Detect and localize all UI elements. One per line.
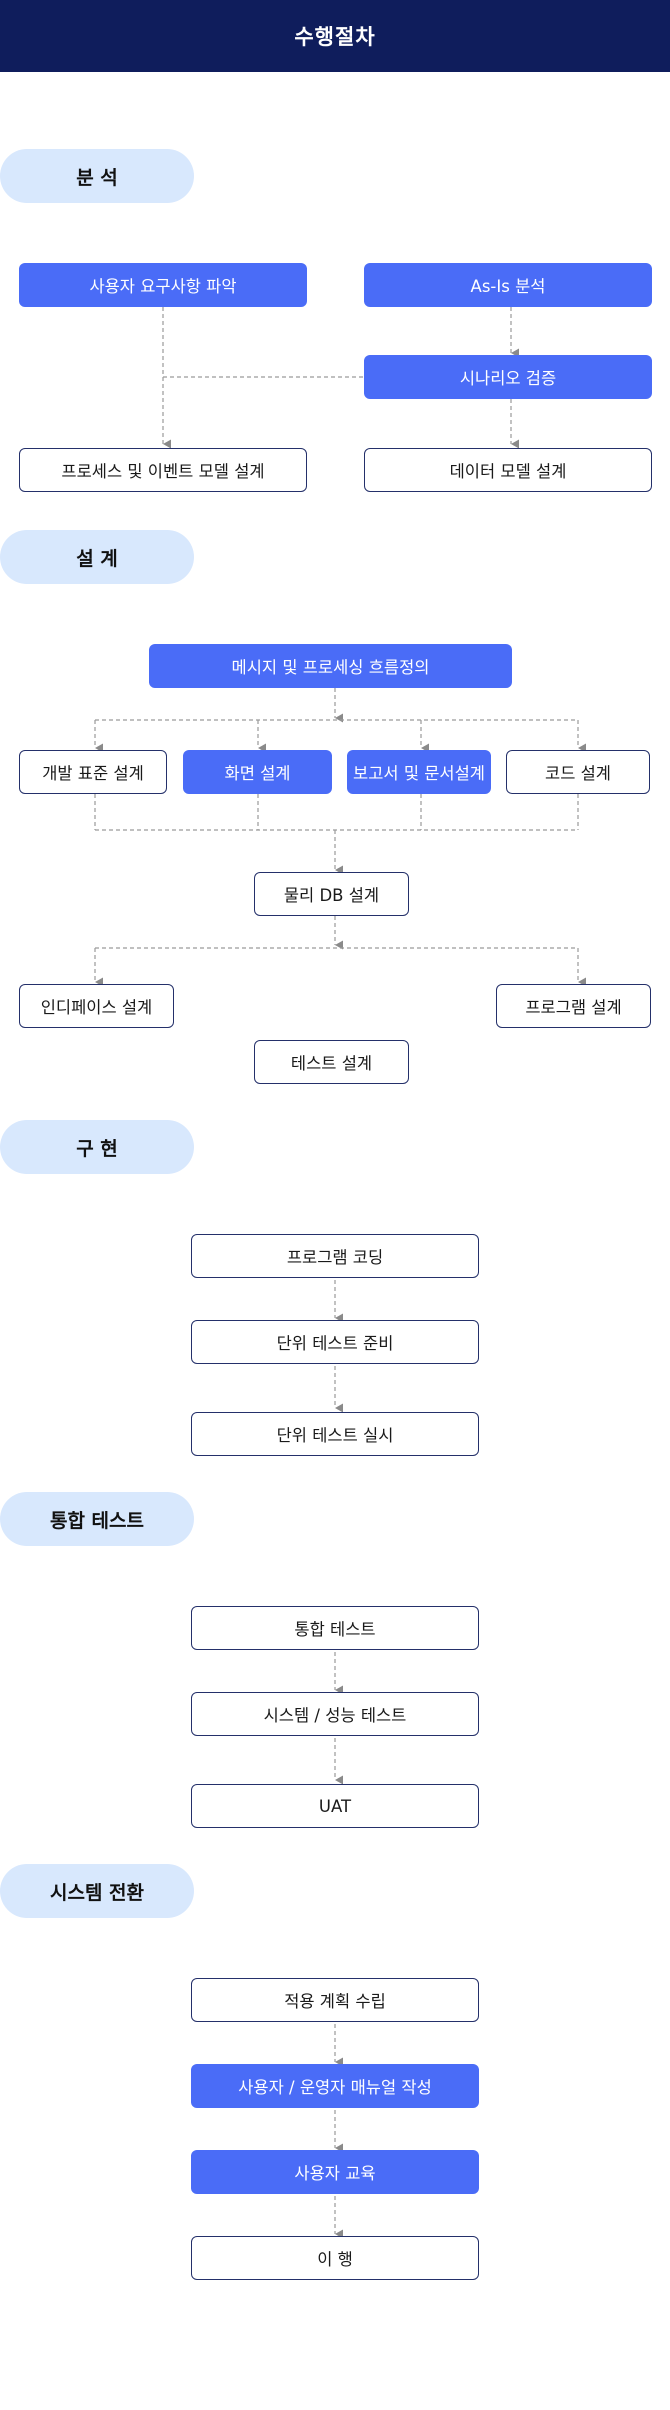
- scenario-verification-box: 시나리오 검증: [364, 355, 652, 399]
- code-design-box: 코드 설계: [506, 750, 650, 794]
- unit-test-prep-box: 단위 테스트 준비: [191, 1320, 479, 1364]
- unit-test-exec-box: 단위 테스트 실시: [191, 1412, 479, 1456]
- requirements-box: 사용자 요구사항 파악: [19, 263, 307, 307]
- report-doc-design-box: 보고서 및 문서설계: [347, 750, 491, 794]
- page-title: 수행절차: [0, 0, 670, 72]
- manual-writing-box: 사용자 / 운영자 매뉴얼 작성: [191, 2064, 479, 2108]
- physical-db-box: 물리 DB 설계: [254, 872, 409, 916]
- dev-standard-box: 개발 표준 설계: [19, 750, 167, 794]
- section-transition-label: 시스템 전환: [0, 1864, 194, 1918]
- test-design-box: 테스트 설계: [254, 1040, 409, 1084]
- section-design-label: 설 계: [0, 530, 194, 584]
- process-event-model-box: 프로세스 및 이벤트 모델 설계: [19, 448, 307, 492]
- user-training-box: 사용자 교육: [191, 2150, 479, 2194]
- program-coding-box: 프로그램 코딩: [191, 1234, 479, 1278]
- screen-design-box: 화면 설계: [183, 750, 332, 794]
- section-analysis-label: 분 석: [0, 149, 194, 203]
- interface-design-box: 인디페이스 설계: [19, 984, 174, 1028]
- apply-plan-box: 적용 계획 수립: [191, 1978, 479, 2022]
- program-design-box: 프로그램 설계: [496, 984, 651, 1028]
- asis-analysis-box: As-Is 분석: [364, 263, 652, 307]
- migration-box: 이 행: [191, 2236, 479, 2280]
- section-implementation-label: 구 현: [0, 1120, 194, 1174]
- message-processing-box: 메시지 및 프로세싱 흐름정의: [149, 644, 512, 688]
- integration-test-box: 통합 테스트: [191, 1606, 479, 1650]
- section-integration-label: 통합 테스트: [0, 1492, 194, 1546]
- system-performance-test-box: 시스템 / 성능 테스트: [191, 1692, 479, 1736]
- data-model-box: 데이터 모델 설계: [364, 448, 652, 492]
- uat-box: UAT: [191, 1784, 479, 1828]
